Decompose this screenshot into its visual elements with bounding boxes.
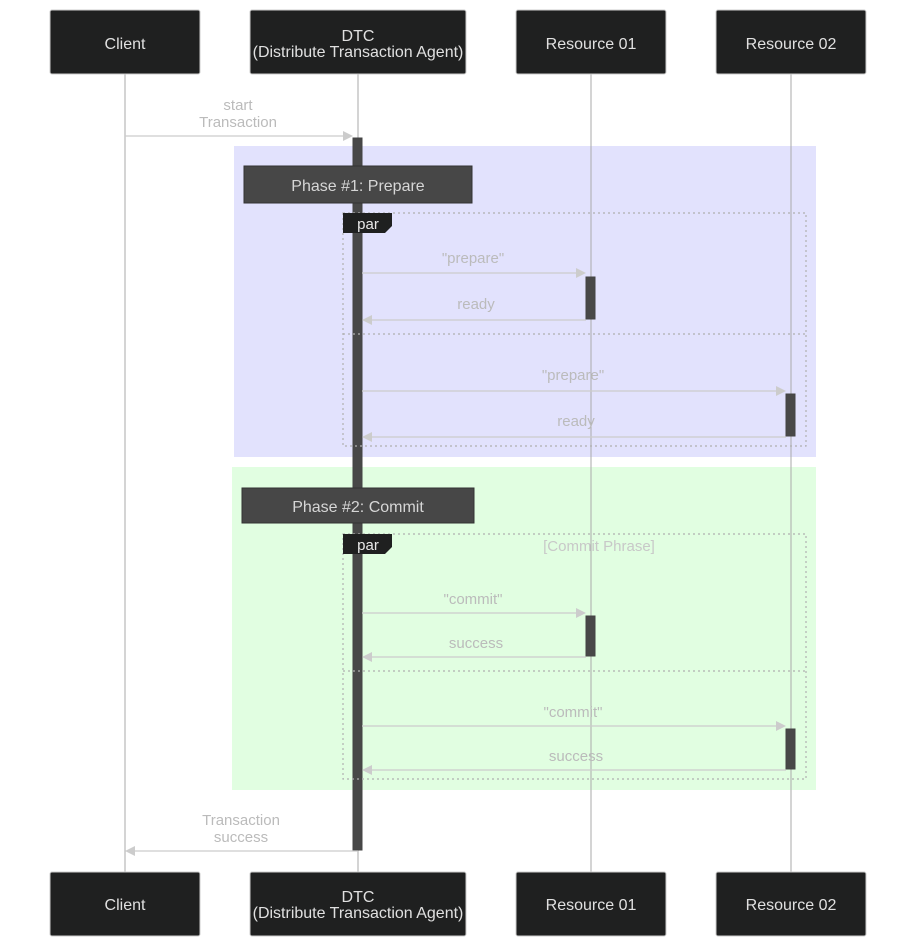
message-transaction-success: Transaction success [125, 812, 358, 856]
actor-dtc-bottom: DTC (Distribute Transaction Agent) [249, 871, 467, 937]
phase-prepare-label: Phase #1: Prepare [291, 178, 425, 195]
par-condition: [Commit Phrase] [543, 538, 655, 555]
message-label: ready [557, 413, 595, 430]
actor-label: Resource 01 [546, 36, 637, 53]
actor-label: Resource 02 [746, 36, 837, 53]
phase-commit-label: Phase #2: Commit [292, 499, 424, 516]
phase-prepare-header: Phase #1: Prepare [243, 165, 473, 204]
actor-resource-02-bottom: Resource 02 [715, 871, 867, 937]
actor-label: Client [105, 897, 146, 914]
actor-label: Resource 02 [746, 897, 837, 914]
par-label: par [357, 537, 379, 554]
actor-dtc-top: DTC (Distribute Transaction Agent) [249, 9, 467, 75]
actor-resource-01-top: Resource 01 [515, 9, 667, 75]
message-success-resource-01: success [362, 635, 586, 662]
actor-label: Client [105, 36, 146, 53]
message-ready-resource-01: ready [362, 296, 586, 325]
message-ready-resource-02: ready [362, 413, 786, 442]
message-label: success [549, 748, 603, 765]
actor-resource-02-top: Resource 02 [715, 9, 867, 75]
actor-label: Resource 01 [546, 897, 637, 914]
actor-client-bottom: Client [49, 871, 201, 937]
message-label: "commit" [444, 591, 503, 608]
message-start-transaction: start Transaction [125, 97, 353, 141]
resource-02-activation-commit [785, 728, 796, 770]
message-label: success [449, 635, 503, 652]
message-label: success [214, 829, 268, 846]
actor-label: DTC [342, 889, 375, 906]
actor-resource-01-bottom: Resource 01 [515, 871, 667, 937]
message-label: ready [457, 296, 495, 313]
par-frame-prepare: par [342, 212, 807, 447]
message-label: "prepare" [442, 250, 504, 267]
par-frame-commit: par [Commit Phrase] [342, 533, 807, 780]
message-label: Transaction [199, 114, 277, 131]
message-commit-resource-02: "commit" [362, 704, 786, 731]
par-label: par [357, 216, 379, 233]
message-success-resource-02: success [362, 748, 786, 775]
message-label: "commit" [544, 704, 603, 721]
resource-01-activation-commit [585, 615, 596, 657]
message-prepare-resource-01: "prepare" [362, 250, 586, 278]
message-label: "prepare" [542, 367, 604, 384]
actor-client-top: Client [49, 9, 201, 75]
message-prepare-resource-02: "prepare" [362, 367, 786, 396]
resource-01-activation-prepare [585, 276, 596, 320]
phase-commit-header: Phase #2: Commit [241, 487, 475, 524]
actor-label: DTC [342, 28, 375, 45]
resource-02-activation-prepare [785, 393, 796, 437]
message-commit-resource-01: "commit" [362, 591, 586, 618]
actor-sublabel: (Distribute Transaction Agent) [253, 44, 464, 61]
message-label: start [223, 97, 253, 114]
actor-sublabel: (Distribute Transaction Agent) [253, 905, 464, 922]
message-label: Transaction [202, 812, 280, 829]
